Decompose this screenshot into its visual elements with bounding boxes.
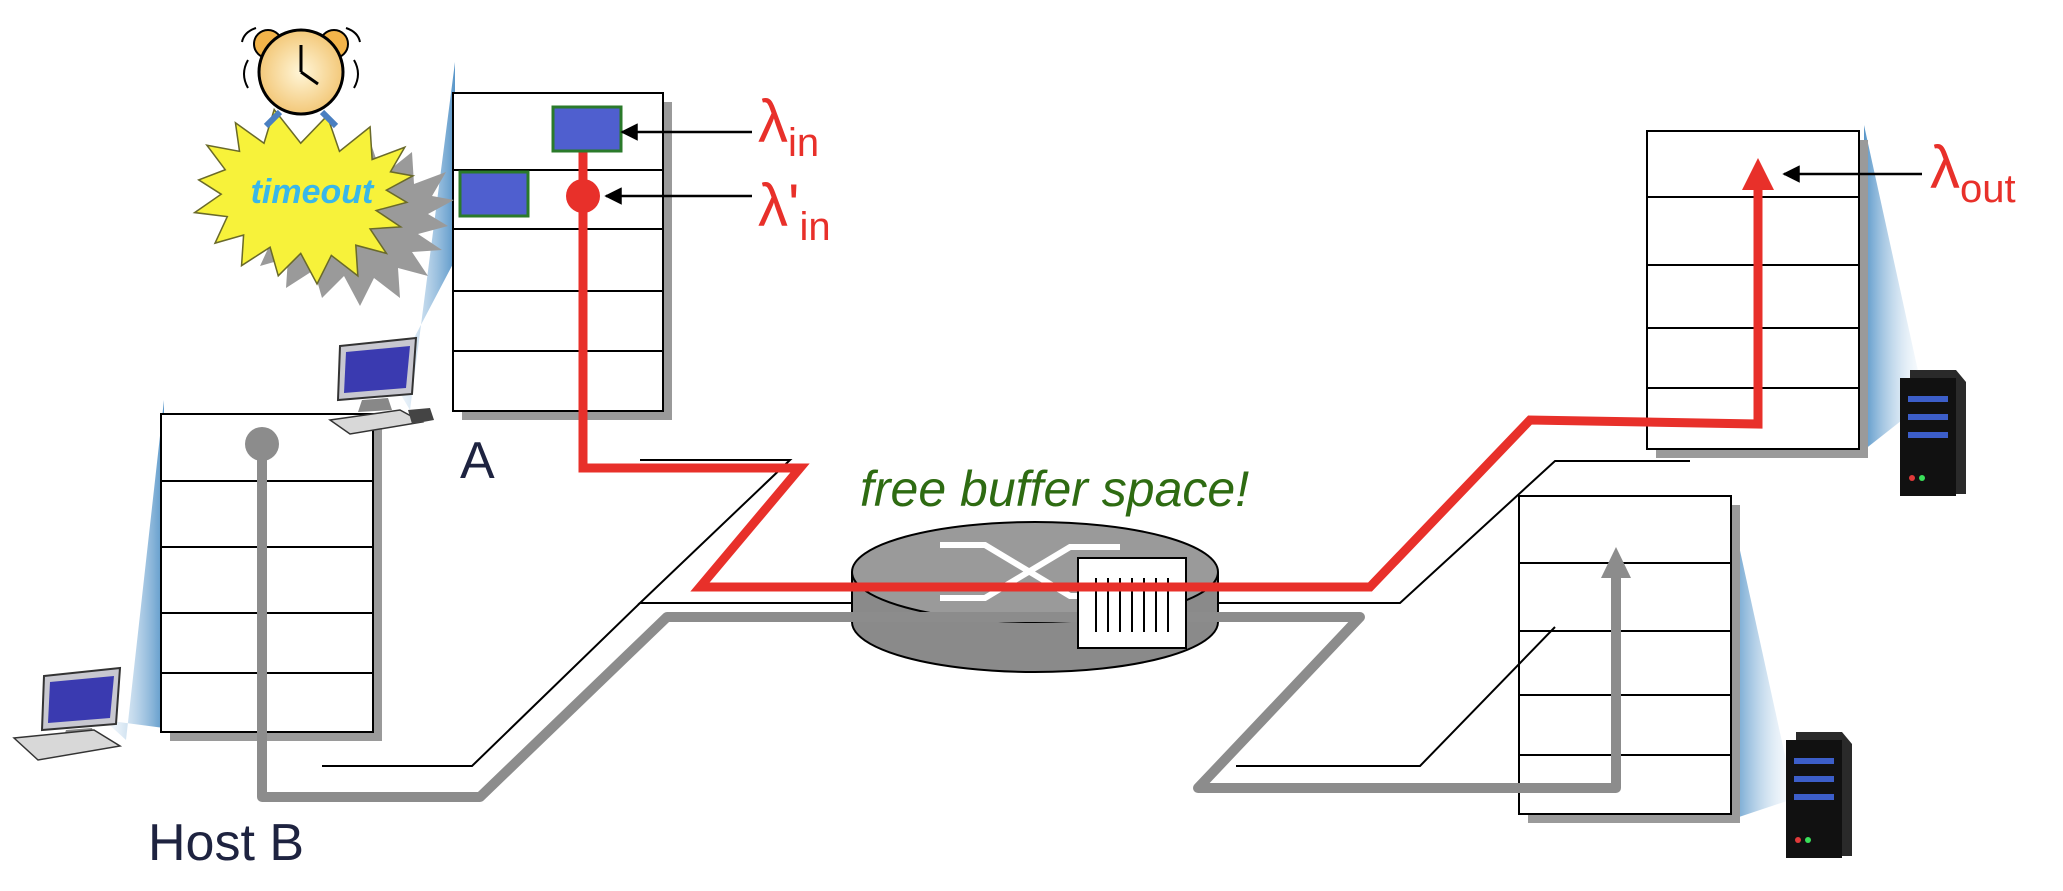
lambda-prime-in-label: λ'in — [758, 172, 831, 249]
desktop-computer-icon — [14, 668, 120, 760]
host-a-label: A — [460, 432, 495, 490]
router-caption: free buffer space! — [860, 461, 1249, 517]
packet-retransmit — [460, 172, 528, 216]
host-b-label: Host B — [148, 814, 304, 872]
host-b-source-dot — [245, 427, 279, 461]
server-tower-icon — [1786, 732, 1852, 858]
buffer-host-b — [161, 414, 382, 741]
retransmit-dot — [566, 179, 600, 213]
lambda-in-label: λin — [758, 88, 819, 165]
router-buffer — [1078, 558, 1186, 648]
buffer-server-bottom — [1519, 496, 1740, 823]
svg-text:timeout: timeout — [251, 173, 375, 211]
alarm-clock-icon — [242, 28, 360, 126]
desktop-computer-icon — [330, 338, 434, 434]
server-tower-icon — [1900, 370, 1966, 496]
packet-original — [553, 107, 621, 151]
timeout-burst: timeout — [195, 110, 454, 306]
lambda-out-label: λout — [1930, 134, 2016, 211]
